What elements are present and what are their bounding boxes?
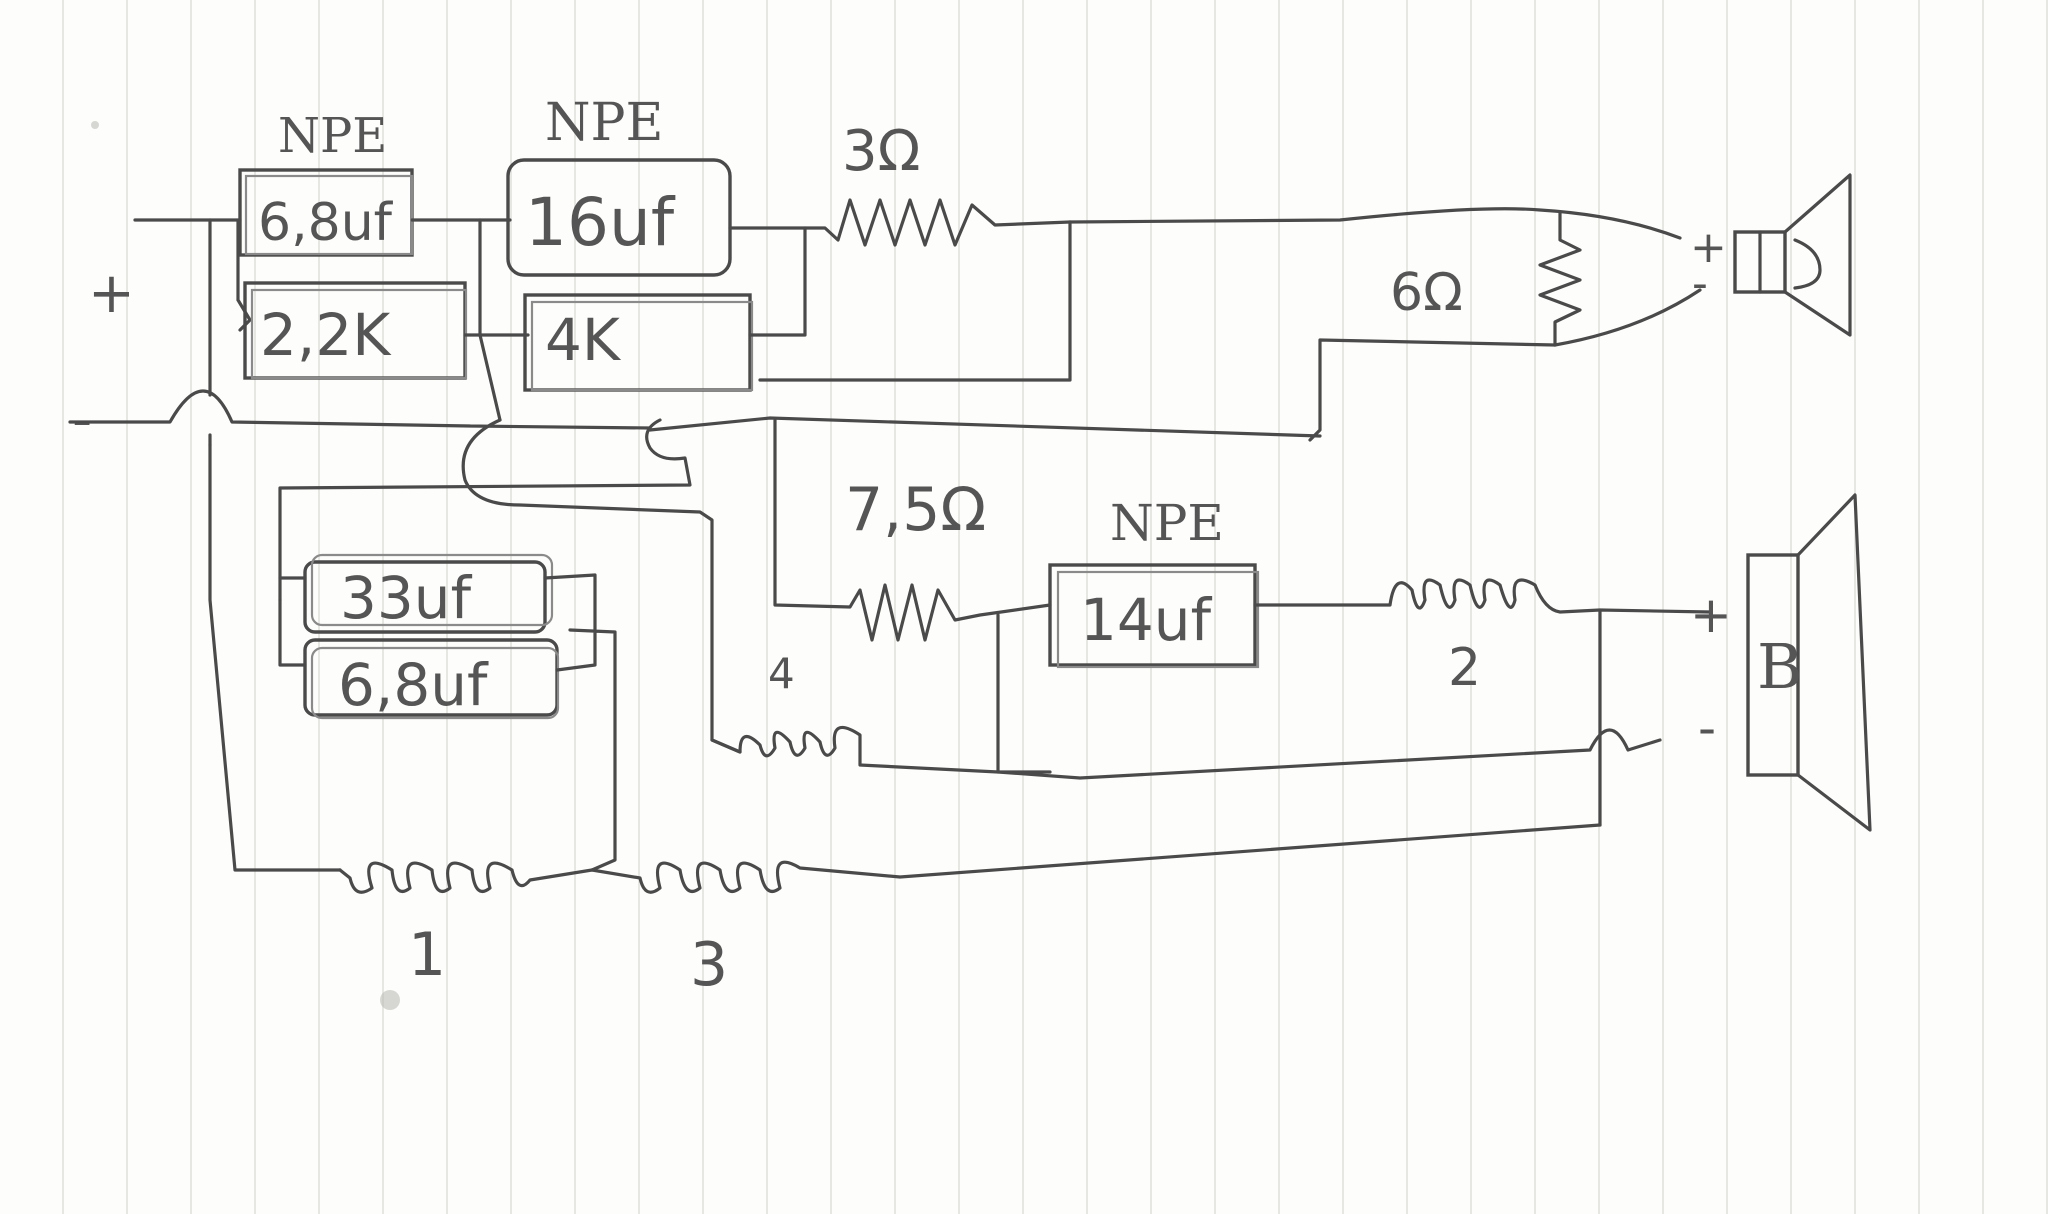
cap-b-value-label: 6,8uf	[338, 651, 489, 719]
cap2-value-label: 16uf	[525, 184, 676, 261]
wire-cap-bank-left	[278, 576, 307, 667]
wire-shunt-return	[1308, 338, 1557, 442]
input-minus-label: -	[72, 387, 92, 452]
res-series-zigzag	[803, 198, 1072, 247]
woofer-speaker-label: B	[1757, 630, 1803, 703]
cap-np-box-inner	[1056, 570, 1260, 669]
cap1-box-inner	[244, 174, 414, 256]
wire-top-to-tweeter	[1068, 207, 1682, 240]
coil4-winding	[710, 725, 1000, 774]
res-shunt-label: 6Ω	[1390, 263, 1463, 323]
wire-cap-bank-top	[278, 418, 692, 602]
res-woofer-label: 7,5Ω	[845, 475, 986, 545]
wire-cap2-res2-bus	[728, 226, 807, 337]
input-plus-label: +	[88, 261, 135, 326]
coil3-label: 3	[690, 930, 728, 1000]
tweeter-speaker-dome	[1793, 238, 1822, 290]
wire-woofer-ground	[996, 613, 1662, 780]
coil4-label: 4	[768, 649, 795, 698]
tweeter-minus-label: -	[1692, 258, 1708, 309]
cap1-brand-label: NPE	[278, 108, 387, 164]
cap2-box	[506, 158, 732, 277]
res2-value-label: 4K	[545, 306, 622, 374]
cap-np-box	[1048, 563, 1257, 667]
res1-value-label: 2,2K	[260, 301, 392, 369]
coil2-label: 2	[1448, 638, 1481, 698]
wire-tweeter-minus	[1553, 288, 1702, 347]
paper-smudge	[91, 121, 99, 129]
res2-box-inner	[530, 300, 754, 392]
woofer-plus-label: +	[1690, 586, 1732, 644]
coil1-label: 1	[408, 920, 446, 990]
res-woofer-zigzag	[773, 418, 1052, 642]
wire-woofer-feed	[461, 418, 742, 754]
coil3-winding	[590, 823, 1602, 894]
woofer-speaker-cone	[1796, 493, 1872, 832]
cap-a-box-inner	[310, 553, 554, 627]
tweeter-plus-label: +	[1690, 222, 1727, 273]
woofer-minus-label: -	[1698, 699, 1716, 757]
cap-np-value-label: 14uf	[1080, 586, 1213, 654]
wire-mid-junction	[478, 218, 502, 422]
paper-smudge	[380, 990, 400, 1010]
cap1-value-label: 6,8uf	[258, 193, 394, 253]
wire-minus-in	[68, 389, 652, 430]
res-series-label: 3Ω	[842, 119, 920, 184]
wire-feed-down	[758, 220, 1072, 382]
cap-b-box-inner	[310, 646, 560, 720]
cap-np-brand-label: NPE	[1110, 494, 1224, 552]
wire-cap-bank-right	[543, 573, 617, 872]
coil2-winding	[1253, 578, 1712, 614]
wire-plus-bus	[208, 218, 252, 447]
coil1-winding	[338, 861, 594, 894]
wire-ground-rail	[648, 416, 1322, 438]
wire-left-vertical	[208, 443, 342, 872]
cap2-brand-label: NPE	[545, 93, 663, 153]
res-shunt-zigzag	[1538, 210, 1582, 347]
woofer-speaker-magnet	[1746, 553, 1800, 777]
cap-a-value-label: 33uf	[340, 564, 473, 632]
tweeter-speaker-cone	[1783, 173, 1852, 337]
cap-a-box	[303, 560, 547, 634]
